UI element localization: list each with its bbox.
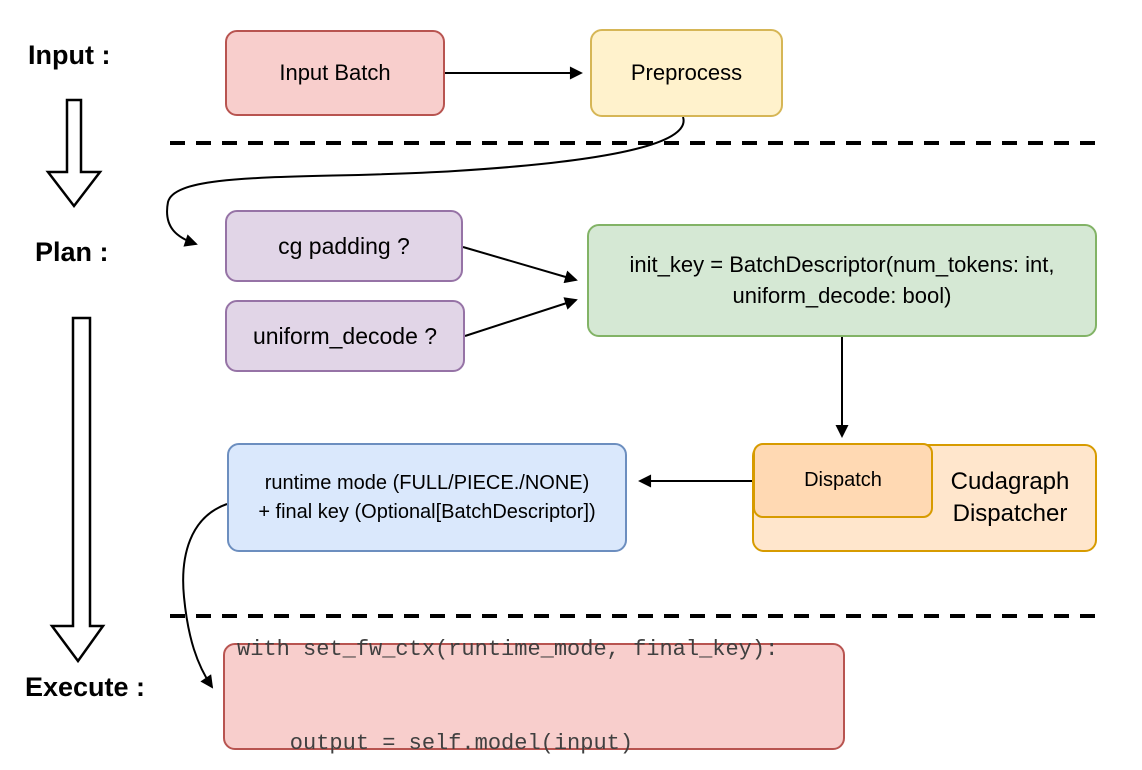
arrow-preprocess-to-cgpadding xyxy=(166,116,685,247)
stage-label-execute: Execute : xyxy=(25,672,146,702)
stage-label-plan: Plan : xyxy=(35,237,109,267)
node-execute-code-line1: with set_fw_ctx(runtime_mode, final_key)… xyxy=(237,637,779,663)
node-init-key: init_key = BatchDescriptor(num_tokens: i… xyxy=(587,224,1097,337)
node-preprocess-label: Preprocess xyxy=(630,60,743,85)
stage-label-input: Input : xyxy=(28,40,111,70)
node-uniform-decode: uniform_decode ? xyxy=(225,300,465,372)
node-cg-padding: cg padding ? xyxy=(225,210,463,282)
node-init-key-line2: uniform_decode: bool) xyxy=(732,282,952,308)
node-runtime-result: runtime mode (FULL/PIECE./NONE) + final … xyxy=(227,443,627,552)
node-cg-padding-label: cg padding ? xyxy=(278,232,410,259)
node-input-batch: Input Batch xyxy=(225,30,445,116)
arrow-cgpadding-to-initkey xyxy=(462,246,578,284)
node-dispatch-label: Dispatch xyxy=(804,469,882,491)
node-input-batch-label: Input Batch xyxy=(279,60,391,85)
plan-to-execute-down-arrow xyxy=(49,316,106,664)
node-runtime-result-line1: runtime mode (FULL/PIECE./NONE) xyxy=(264,471,590,494)
node-runtime-result-line2: + final key (Optional[BatchDescriptor]) xyxy=(258,500,596,523)
arrow-uniformdecode-to-initkey xyxy=(464,297,578,337)
node-cudagraph-dispatcher-line2: Dispatcher xyxy=(952,500,1068,527)
node-uniform-decode-label: uniform_decode ? xyxy=(252,322,438,349)
node-preprocess: Preprocess xyxy=(590,29,783,117)
node-init-key-line1: init_key = BatchDescriptor(num_tokens: i… xyxy=(629,251,1055,277)
node-execute-code-line2: output = self.model(input) xyxy=(237,730,634,756)
arrow-runtime-to-executecode xyxy=(182,503,228,689)
node-dispatch: Dispatch xyxy=(753,443,933,518)
node-execute-code: with set_fw_ctx(runtime_mode, final_key)… xyxy=(223,637,845,756)
node-cudagraph-dispatcher-line1: Cudagraph xyxy=(950,467,1070,495)
input-stage-down-arrow xyxy=(45,98,103,209)
